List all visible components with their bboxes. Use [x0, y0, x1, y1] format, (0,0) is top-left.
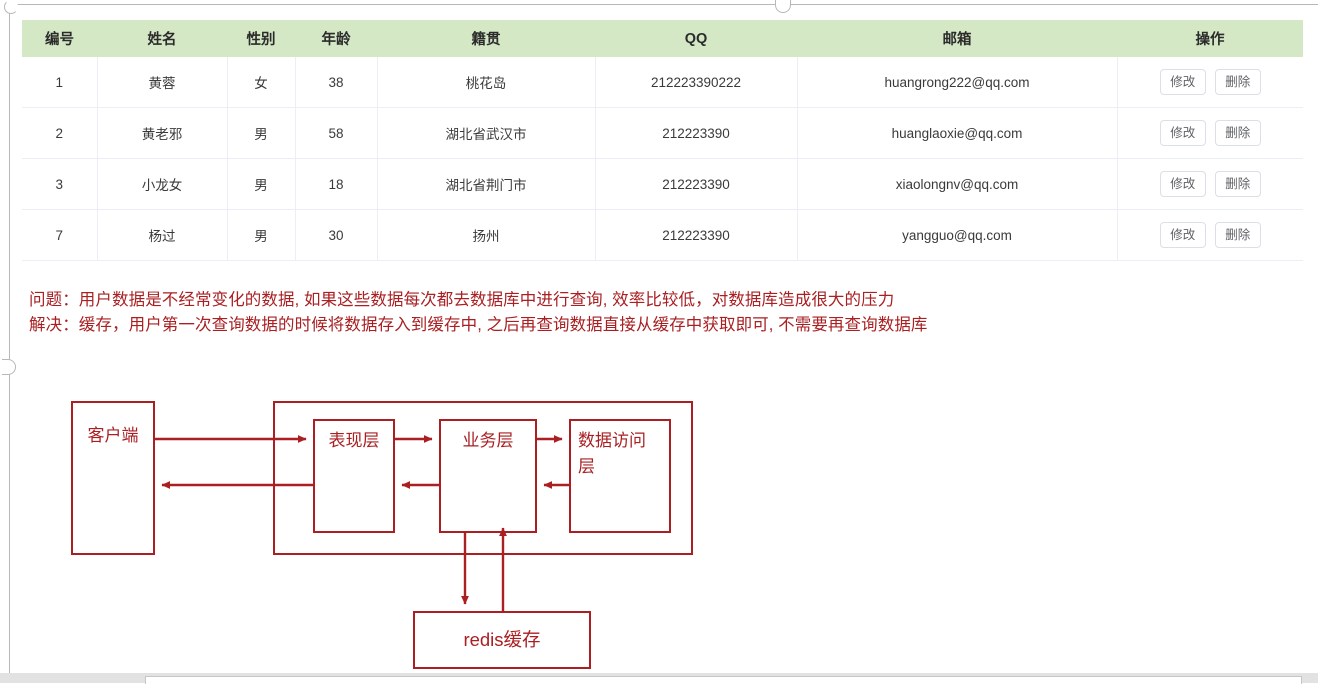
column-header-name: 姓名: [97, 20, 227, 57]
table-body: 1 黄蓉 女 38 桃花岛 212223390222 huangrong222@…: [22, 57, 1303, 261]
cell-qq: 212223390222: [595, 57, 798, 108]
cell-qq: 212223390: [595, 158, 798, 210]
cell-gender: 男: [227, 209, 296, 261]
delete-button[interactable]: 删除: [1214, 119, 1261, 147]
cell-email: huangrong222@qq.com: [797, 57, 1118, 108]
cell-email: huanglaoxie@qq.com: [797, 107, 1118, 159]
column-header-email: 邮箱: [797, 20, 1117, 57]
cell-gender: 女: [227, 57, 296, 108]
cell-id: 2: [22, 107, 98, 159]
data-access-layer-label-line1: 数据访问: [578, 431, 646, 450]
frame-top-border: [10, 4, 1318, 5]
architecture-diagram: 客户端 表现层 业务层 数据访问 层 redis缓存: [0, 380, 760, 680]
cell-qq: 212223390: [595, 209, 798, 261]
cell-name: 黄蓉: [97, 57, 228, 108]
cell-id: 3: [22, 158, 98, 210]
column-header-age: 年龄: [295, 20, 377, 57]
column-header-qq: QQ: [595, 20, 797, 57]
table-row: 2 黄老邪 男 58 湖北省武汉市 212223390 huanglaoxie@…: [22, 107, 1303, 159]
client-label: 客户端: [88, 426, 139, 445]
cell-origin: 湖北省荆门市: [377, 158, 596, 210]
cell-actions: 修改 删除: [1117, 57, 1303, 108]
table-row: 7 杨过 男 30 扬州 212223390 yangguo@qq.com 修改…: [22, 209, 1303, 261]
cell-age: 30: [295, 209, 378, 261]
client-box: [71, 401, 155, 555]
explanation-notes: 问题：用户数据是不经常变化的数据, 如果这些数据每次都去数据库中进行查询, 效率…: [29, 288, 1289, 338]
delete-button[interactable]: 删除: [1214, 170, 1261, 198]
frame-left-notch[interactable]: [2, 359, 16, 375]
presentation-layer-box: [313, 419, 395, 533]
cell-email: xiaolongnv@qq.com: [797, 158, 1118, 210]
cell-actions: 修改 删除: [1117, 107, 1303, 159]
cell-age: 38: [295, 57, 378, 108]
cell-gender: 男: [227, 158, 296, 210]
data-access-layer-box: [569, 419, 671, 533]
column-header-origin: 籍贯: [377, 20, 595, 57]
delete-button[interactable]: 删除: [1214, 68, 1261, 96]
frame-corner-handle: [4, 0, 18, 14]
cell-origin: 湖北省武汉市: [377, 107, 596, 159]
edit-button[interactable]: 修改: [1159, 119, 1206, 147]
column-header-gender: 性别: [227, 20, 295, 57]
redis-cache-label: redis缓存: [463, 629, 540, 650]
cell-actions: 修改 删除: [1117, 209, 1303, 261]
data-access-layer-label-line2: 层: [578, 457, 595, 476]
cell-origin: 扬州: [377, 209, 596, 261]
presentation-layer-label: 表现层: [329, 431, 380, 450]
table-row: 1 黄蓉 女 38 桃花岛 212223390222 huangrong222@…: [22, 57, 1303, 108]
cell-age: 58: [295, 107, 378, 159]
frame-bottom-panel: [145, 676, 1302, 684]
cell-id: 1: [22, 57, 98, 108]
table-header-row: 编号 姓名 性别 年龄 籍贯 QQ 邮箱 操作: [22, 20, 1303, 57]
business-layer-label: 业务层: [463, 431, 514, 450]
note-solution-line: 解决：缓存，用户第一次查询数据的时候将数据存入到缓存中, 之后再查询数据直接从缓…: [29, 316, 928, 334]
cell-email: yangguo@qq.com: [797, 209, 1118, 261]
cell-gender: 男: [227, 107, 296, 159]
cell-id: 7: [22, 209, 98, 261]
cell-name: 小龙女: [97, 158, 228, 210]
edit-button[interactable]: 修改: [1159, 170, 1206, 198]
column-header-id: 编号: [22, 20, 97, 57]
cell-actions: 修改 删除: [1117, 158, 1303, 210]
cell-name: 黄老邪: [97, 107, 228, 159]
cell-age: 18: [295, 158, 378, 210]
user-data-table: 编号 姓名 性别 年龄 籍贯 QQ 邮箱 操作 1 黄蓉 女 38 桃花岛 21…: [22, 20, 1303, 261]
business-layer-box: [439, 419, 537, 533]
table-row: 3 小龙女 男 18 湖北省荆门市 212223390 xiaolongnv@q…: [22, 158, 1303, 210]
frame-left-border: [9, 4, 10, 683]
edit-button[interactable]: 修改: [1159, 221, 1206, 249]
server-container-box: [273, 401, 693, 555]
column-header-ops: 操作: [1117, 20, 1303, 57]
frame-top-notch[interactable]: [775, 0, 791, 13]
note-problem-line: 问题：用户数据是不经常变化的数据, 如果这些数据每次都去数据库中进行查询, 效率…: [29, 291, 895, 309]
cell-origin: 桃花岛: [377, 57, 596, 108]
table-header: 编号 姓名 性别 年龄 籍贯 QQ 邮箱 操作: [22, 20, 1303, 57]
cell-qq: 212223390: [595, 107, 798, 159]
delete-button[interactable]: 删除: [1214, 221, 1261, 249]
edit-button[interactable]: 修改: [1159, 68, 1206, 96]
cell-name: 杨过: [97, 209, 228, 261]
